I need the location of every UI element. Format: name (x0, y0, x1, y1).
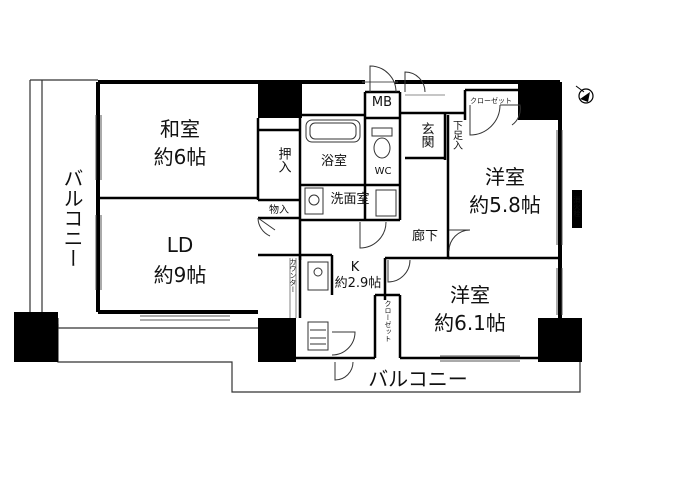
toilet-icon (371, 127, 393, 159)
room-yoshitsu2-name: 洋室 (450, 283, 490, 307)
room-closet-mid: クローゼット (384, 300, 392, 342)
room-yoshitsu2-size: 約6.1帖 (434, 311, 506, 335)
room-yoshitsu1-name: 洋室 (485, 165, 525, 189)
stove-icon (307, 261, 329, 351)
closet-hatching (289, 94, 445, 318)
side-unit-label: 消火栓 (573, 195, 581, 218)
sink-icon (304, 187, 397, 217)
room-washitsu-size: 約6帖 (154, 145, 207, 169)
door-swing-icon (257, 65, 521, 381)
room-yoshitsu1-size: 約5.8帖 (469, 193, 541, 217)
interior-walls (98, 88, 560, 360)
room-washitsu-name: 和室 (160, 117, 200, 141)
balcony-bottom-label: バルコニー (368, 367, 468, 391)
room-closet-top: クローゼット (470, 96, 512, 105)
north-arrow-icon (575, 85, 594, 104)
structural-columns (14, 82, 582, 362)
room-getabako: 下足入 (451, 120, 463, 150)
room-ld-name: LD (167, 233, 194, 257)
room-rouka: 廊下 (412, 228, 438, 244)
room-genkan: 玄関 (419, 122, 435, 149)
room-wc: WC (375, 166, 392, 177)
room-oshiire: 押入 (276, 147, 292, 173)
balcony-left-label: バルコニー (60, 168, 84, 268)
room-monoire: 物入 (269, 203, 289, 216)
windows (95, 81, 563, 362)
room-ld-size: 約9帖 (154, 263, 207, 287)
room-senmen: 洗面室 (330, 191, 369, 207)
room-kitchen-name: K (351, 260, 360, 275)
balcony-left-outline (29, 79, 98, 312)
room-bath: 浴室 (321, 153, 347, 169)
bathtub-icon (305, 119, 361, 143)
room-counter: カウンター (289, 258, 297, 293)
room-mb: MB (372, 95, 392, 110)
room-kitchen-size: 約2.9帖 (335, 276, 382, 291)
